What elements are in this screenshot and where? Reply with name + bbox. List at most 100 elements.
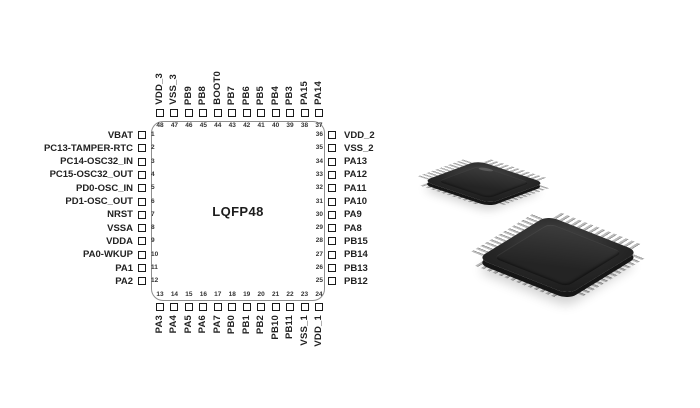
pin-square xyxy=(314,303,323,311)
pin-square xyxy=(138,210,146,219)
pin-square xyxy=(199,109,208,117)
pin-number: 17 xyxy=(214,291,222,298)
pin-square xyxy=(138,264,146,272)
pin-label: PA8 xyxy=(344,222,362,234)
pin-number: 43 xyxy=(228,122,236,129)
pin-label: VSS_3 xyxy=(168,74,180,105)
pin-square xyxy=(286,109,295,117)
pin-square xyxy=(286,303,295,311)
pin-label: PB4 xyxy=(269,85,281,105)
pin-label: PB2 xyxy=(255,315,267,335)
pin-label: PA11 xyxy=(344,182,367,194)
pin-label: BOOT0 xyxy=(211,71,223,105)
pin-label: PA15 xyxy=(298,81,310,105)
pin-number: 2 xyxy=(151,144,155,152)
pin-number: 42 xyxy=(243,122,251,129)
pin-label: PA0-WKUP xyxy=(83,249,133,261)
pin-square xyxy=(271,109,280,117)
package-label: LQFP48 xyxy=(212,203,264,219)
pin-square xyxy=(138,224,146,233)
pin-square xyxy=(138,157,146,166)
pin-label: PD0-OSC_IN xyxy=(75,182,133,194)
pin-square xyxy=(170,303,179,311)
pin-square xyxy=(257,109,266,117)
pin-number: 9 xyxy=(151,237,155,245)
pin-label: PB11 xyxy=(284,315,296,340)
pin-number: 27 xyxy=(315,250,323,258)
pin-square xyxy=(328,237,336,246)
pin-label: PA13 xyxy=(344,156,368,168)
pin-square xyxy=(328,144,336,153)
pin-label: PD1-OSC_OUT xyxy=(65,196,133,207)
chip-photo-front xyxy=(471,212,645,298)
pin-square xyxy=(257,303,266,311)
pin-square xyxy=(242,303,251,311)
pin-square xyxy=(213,303,222,311)
pin-label: PA14 xyxy=(312,81,324,105)
pin-square xyxy=(328,277,336,286)
pin-label: PB8 xyxy=(197,85,209,105)
chip-outline: LQFP48 xyxy=(151,121,325,301)
pin-label: PB12 xyxy=(344,275,368,287)
pin-square xyxy=(300,303,309,311)
pin-label: PA2 xyxy=(115,275,133,287)
pin-label: PC15-OSC32_OUT xyxy=(49,169,133,181)
pin-label: PB9 xyxy=(182,85,194,105)
pin-square xyxy=(184,109,193,117)
pin-number: 6 xyxy=(151,197,155,205)
pin-number: 4 xyxy=(151,170,155,178)
pin-square xyxy=(328,210,336,219)
pin-square xyxy=(138,170,146,179)
pin-number: 24 xyxy=(315,291,323,298)
pin-number: 10 xyxy=(151,250,159,258)
pin-number: 22 xyxy=(286,291,294,298)
pin-label: VSS_2 xyxy=(344,142,374,154)
pin-number: 38 xyxy=(300,122,309,129)
pin-number: 21 xyxy=(271,291,280,298)
pin-label: PB1 xyxy=(240,315,252,335)
pin-square xyxy=(184,303,193,311)
pin-number: 23 xyxy=(300,291,309,298)
pin-number: 13 xyxy=(156,291,164,298)
pin-square xyxy=(138,144,146,153)
pin-label: PA5 xyxy=(182,315,194,334)
pin-label: PC14-OSC32_IN xyxy=(60,156,133,168)
pin-number: 45 xyxy=(199,122,207,129)
pin-square xyxy=(271,303,280,311)
pin-square xyxy=(328,250,336,259)
pin-label: PA1 xyxy=(115,262,133,274)
pin-number: 34 xyxy=(315,157,323,165)
pin-label: NRST xyxy=(107,209,133,221)
pin-number: 25 xyxy=(315,277,323,285)
pin-square xyxy=(170,109,179,117)
pin-number: 8 xyxy=(151,224,155,232)
pin-number: 32 xyxy=(315,184,323,192)
pin-number: 47 xyxy=(170,122,179,129)
pin-number: 14 xyxy=(170,291,179,298)
pin-square xyxy=(138,277,146,286)
pin-label: PA3 xyxy=(154,315,165,334)
pin-square xyxy=(328,224,336,233)
pin-square xyxy=(138,237,146,246)
pin-number: 29 xyxy=(315,224,323,232)
pin-label: PB13 xyxy=(344,262,368,274)
pin-square xyxy=(228,109,237,117)
pin-label: VBAT xyxy=(107,129,133,141)
pin-label: PA12 xyxy=(344,169,368,181)
pin-label: PA4 xyxy=(168,315,180,334)
pin-number: 18 xyxy=(228,291,236,298)
pin-square xyxy=(213,109,222,117)
pin-number: 7 xyxy=(151,210,155,218)
pin-square xyxy=(228,303,237,311)
pin-number: 11 xyxy=(151,264,158,271)
pin-square xyxy=(300,109,309,117)
pin-number: 15 xyxy=(185,291,193,298)
pin-label: PB6 xyxy=(240,85,252,105)
pin-square xyxy=(314,109,323,117)
pin-label: VSS_1 xyxy=(298,315,310,346)
pin-number: 35 xyxy=(315,144,323,152)
pin-number: 33 xyxy=(315,170,323,178)
pin-square xyxy=(138,184,146,193)
pin-label: PB15 xyxy=(344,235,368,247)
